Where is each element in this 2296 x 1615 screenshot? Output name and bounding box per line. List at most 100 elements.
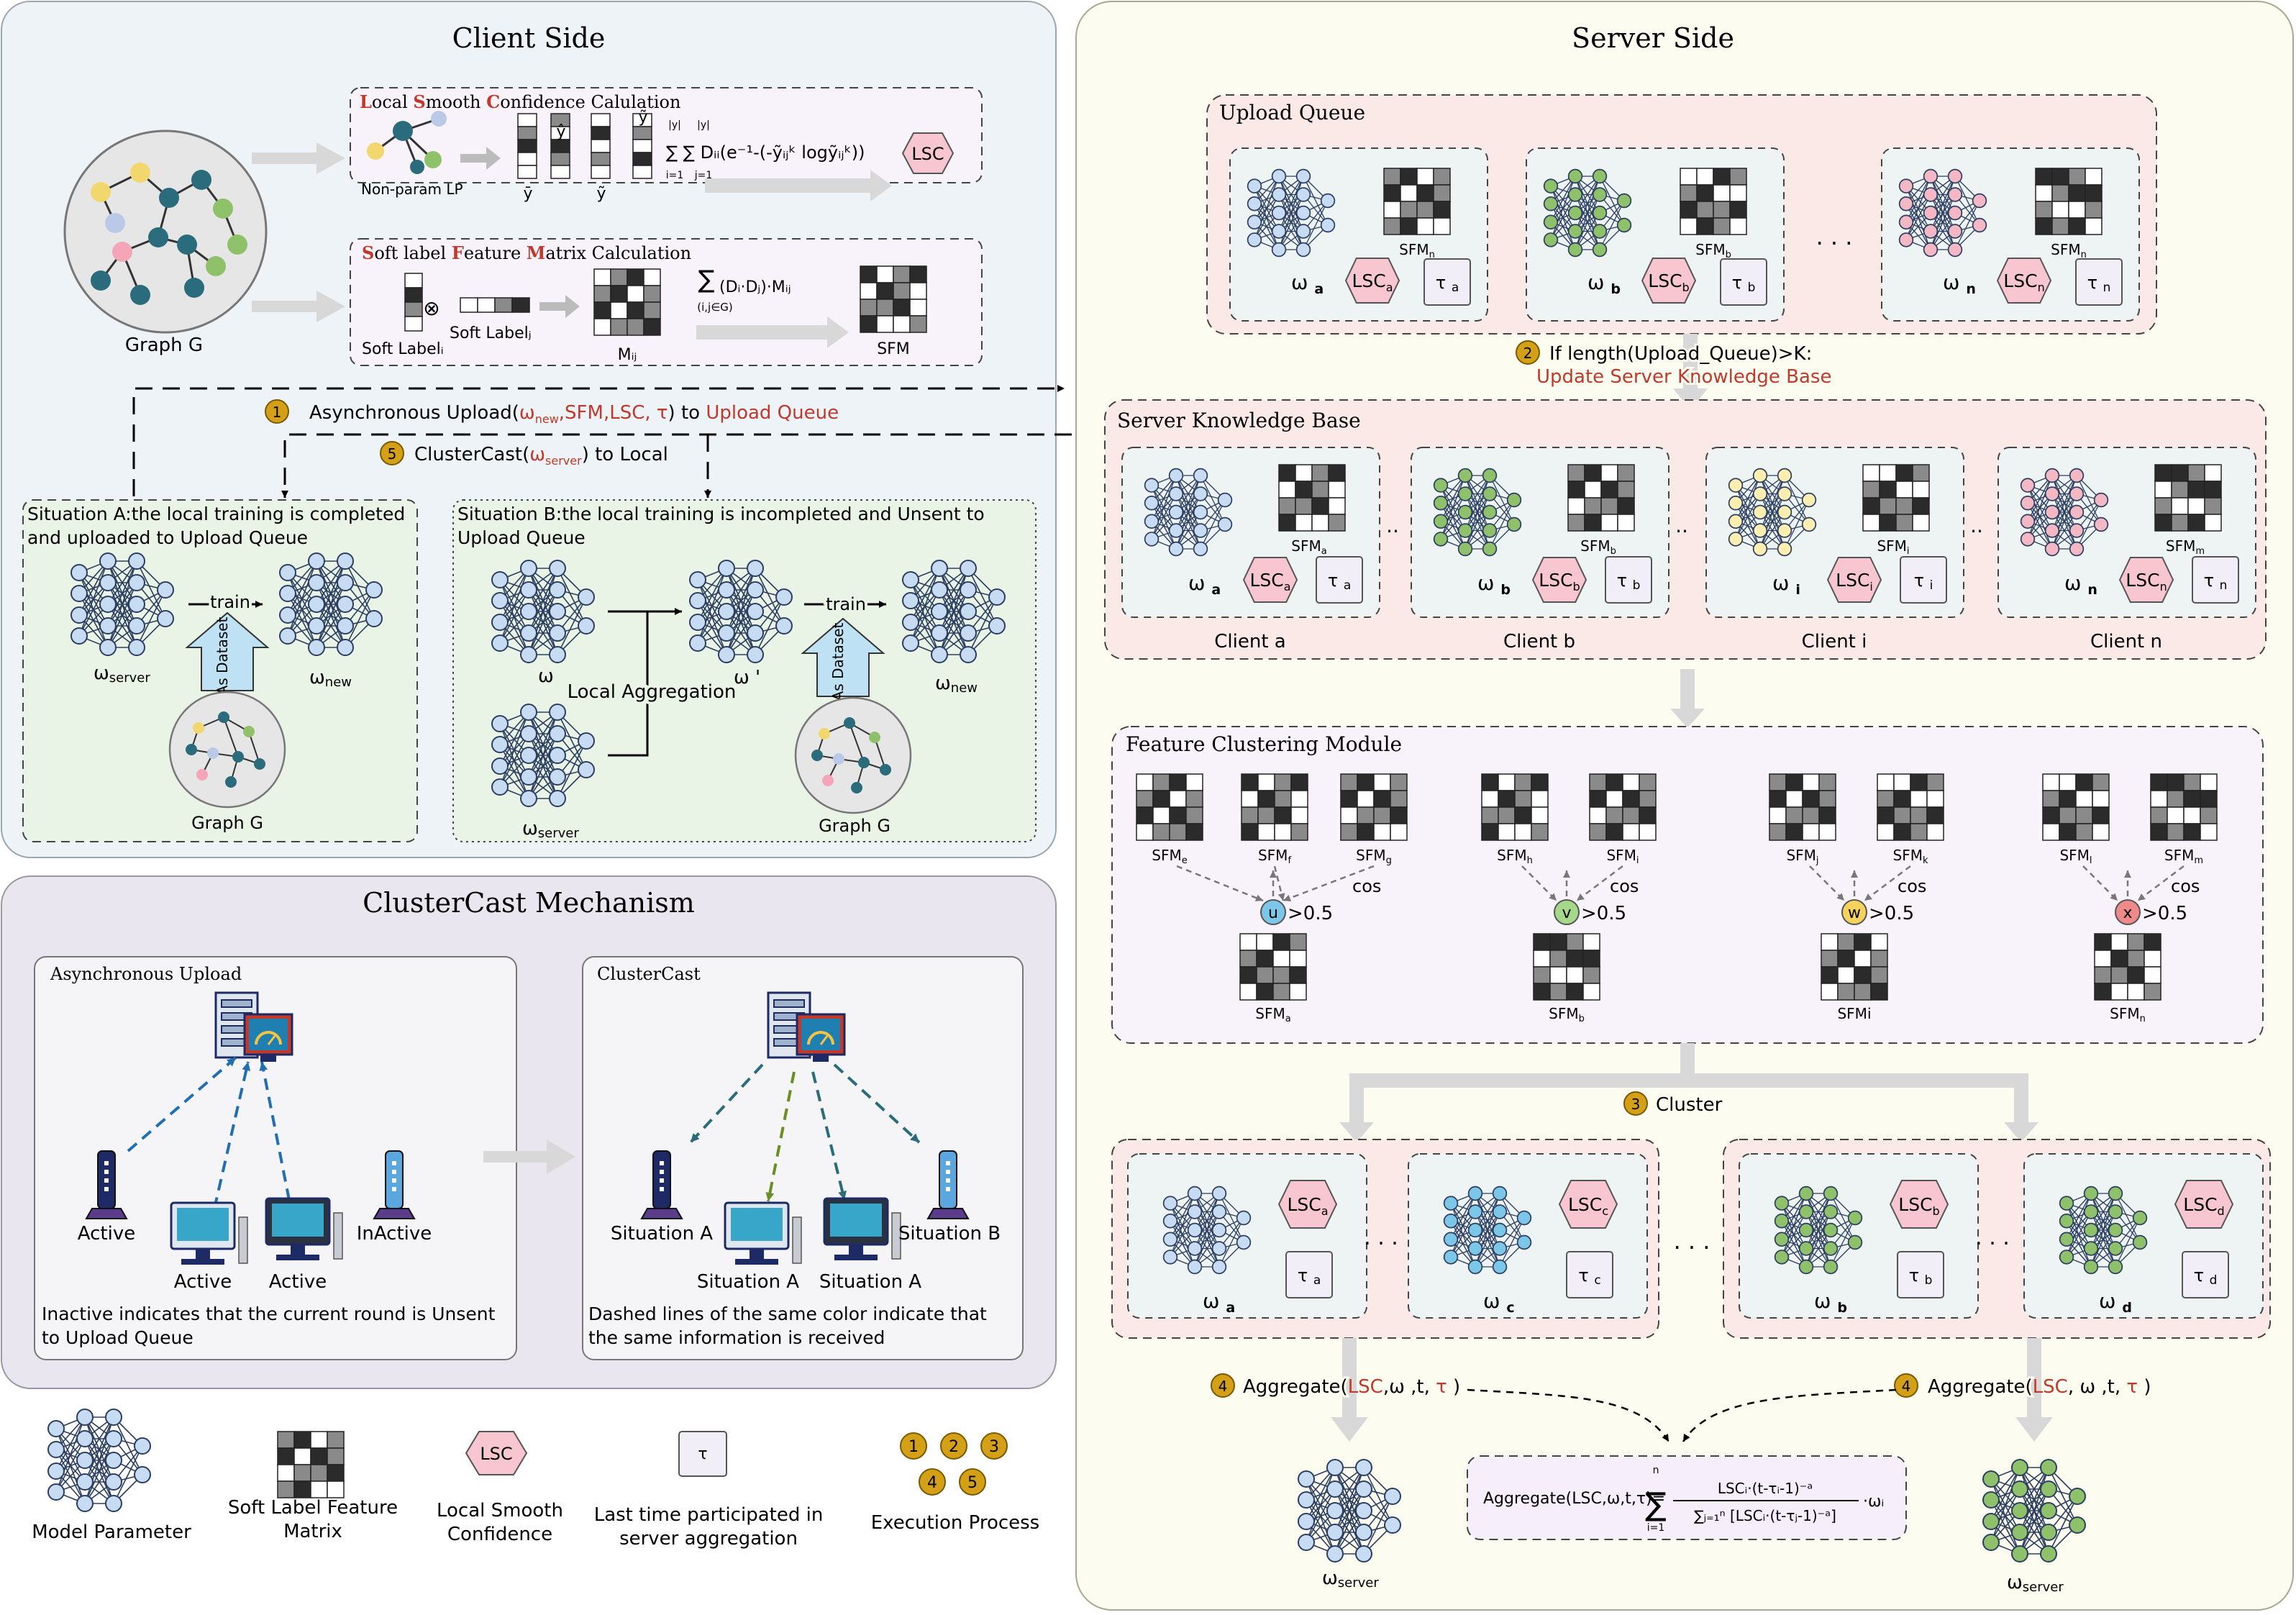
step4-num-right: 4 [1902,1378,1911,1395]
lsc-formula: ∑ ∑ Dᵢᵢ(e⁻¹-(-ỹᵢⱼᵏ logỹᵢⱼᵏ)) [666,142,865,163]
tau-label: τ a [1436,273,1459,295]
legend-sfm-icon [277,1431,345,1498]
w-server-left: ωserver [1322,1568,1379,1591]
card-sfm-grid [2035,168,2103,235]
fcm-cluster-node [1554,899,1580,925]
step4-badge-left [1211,1373,1235,1398]
lsc-hex [1531,557,1587,603]
tau-box [2075,258,2123,306]
tau-label: τ c [1578,1265,1600,1288]
card-sfm-grid [1278,464,1346,532]
omega-label: ω n [2064,571,2097,598]
step4-text-left: Aggregate(LSC,ω ,t, τ ) [1243,1376,1460,1398]
sa-graph-circle [168,691,286,809]
fcm-sfm-grid [2042,773,2110,841]
lsc-label: LSCn [2126,570,2167,593]
fcm-base-grid [2094,933,2161,1001]
step1-badge [265,399,289,424]
cast-pc-a [724,1201,802,1265]
lsc-hex [1996,258,2052,304]
legend-lsc-badge: LSC [480,1444,512,1464]
fcm-cos: cos [1352,876,1381,896]
lsc-hex [1277,1180,1338,1229]
omega-label: ω a [1291,270,1324,297]
formula-lhs: Aggregate(LSC,ω,t,τ)= [1483,1490,1665,1508]
agg-right-arrow [2015,1338,2053,1442]
fcm-sfm-grid [1340,773,1408,841]
sb-merge-line [608,610,649,757]
card-nn-icon [1433,468,1522,557]
sfm-label: SFMb [1549,1005,1585,1024]
cast-pc-b [823,1197,901,1260]
card-nn-icon [1162,1186,1252,1275]
sfm-label: SFMk [1893,847,1928,866]
fcm-threshold: >0.5 [1869,903,1914,924]
tau-box [1605,556,1652,604]
cast-server-icon [767,991,846,1062]
legend-exec-label: Execution Process [871,1512,1039,1534]
card-nn-icon [1774,1186,1863,1275]
skb-client-name: Client n [2090,631,2162,652]
formula-sum: ∑ [1645,1486,1667,1523]
tau-box [1720,258,1767,306]
step4-num-left: 4 [1218,1378,1228,1395]
card-sfm-grid [1567,464,1635,532]
fcm-node-label: u [1268,904,1278,922]
fcm-threshold: >0.5 [1581,903,1626,924]
situation-b-nn-new [902,560,1006,663]
legend-lsc-fo: Local Smooth Confidence [437,1500,563,1545]
sfm-label: SFMl [2059,847,2092,866]
clustercast-title: ClusterCast Mechanism [363,887,695,919]
omega-label: ω b [1814,1289,1847,1316]
tau-box [1423,258,1471,306]
legend-exec-num: 3 [989,1438,999,1456]
lsc-hex [1641,258,1697,304]
lsc-badge-hex [901,132,955,174]
situation-b-title: Situation B:the local training is incomp… [457,504,985,548]
situation-b-nn-wprime [689,560,793,663]
lsc-sum-top-1: |y| [668,119,681,131]
otimes-symbol: ⊗ [423,296,439,320]
lsc-hex [2174,1180,2234,1229]
formula-denominator: ∑ⱼ₌₁ⁿ [LSCᵢ·(t-τⱼ-1)⁻ᵃ] [1694,1507,1836,1524]
sb-w: ω [538,665,554,687]
situation-a-nn-server [70,552,174,656]
skb-dots: .. [1386,514,1399,537]
step1-text: Asynchronous Upload(ωnew,SFM,LSC, τ) to … [309,402,839,426]
card-sfm-grid [1383,168,1451,235]
sb-w-new: ωnew [935,673,978,696]
fcm-base-grid [1239,933,1307,1001]
lsc-label: LSCb [1898,1194,1939,1218]
sfm-box-title: Soft label Feature Matrix Calculation [362,242,691,263]
m-ij-label: Mᵢⱼ [618,346,637,364]
async-inactive: InActive [357,1223,432,1245]
sfm-label: SFMa [1255,1005,1290,1024]
async-note: Inactive indicates that the current roun… [42,1304,496,1348]
tau-box [2192,556,2239,604]
lsc-hex [1889,1180,1949,1229]
sb-w-server: ωserver [522,818,579,841]
sfm-formula: (Dᵢ·Dⱼ)·Mᵢⱼ [719,278,791,296]
async-active-1: Active [78,1223,135,1245]
fcm-title: Feature Clustering Module [1126,732,1402,756]
tau-label: τ n [2204,570,2228,593]
step4-badge-right [1894,1373,1918,1398]
formula-numerator: LSCᵢ·(t-τᵢ-1)⁻ᵃ [1718,1480,1813,1497]
tau-label: τ i [1914,570,1933,593]
ytilde-label-b: ỹ [638,109,647,127]
formula-link-left [1467,1388,1670,1442]
agg-left-arrow [1331,1338,1368,1442]
lsc-hex [1558,1180,1618,1229]
async-active-3: Active [269,1271,327,1293]
sa-w-server: ωserver [94,663,150,686]
lsc-label: LSCn [2003,270,2044,294]
legend-tau-box [678,1431,727,1477]
